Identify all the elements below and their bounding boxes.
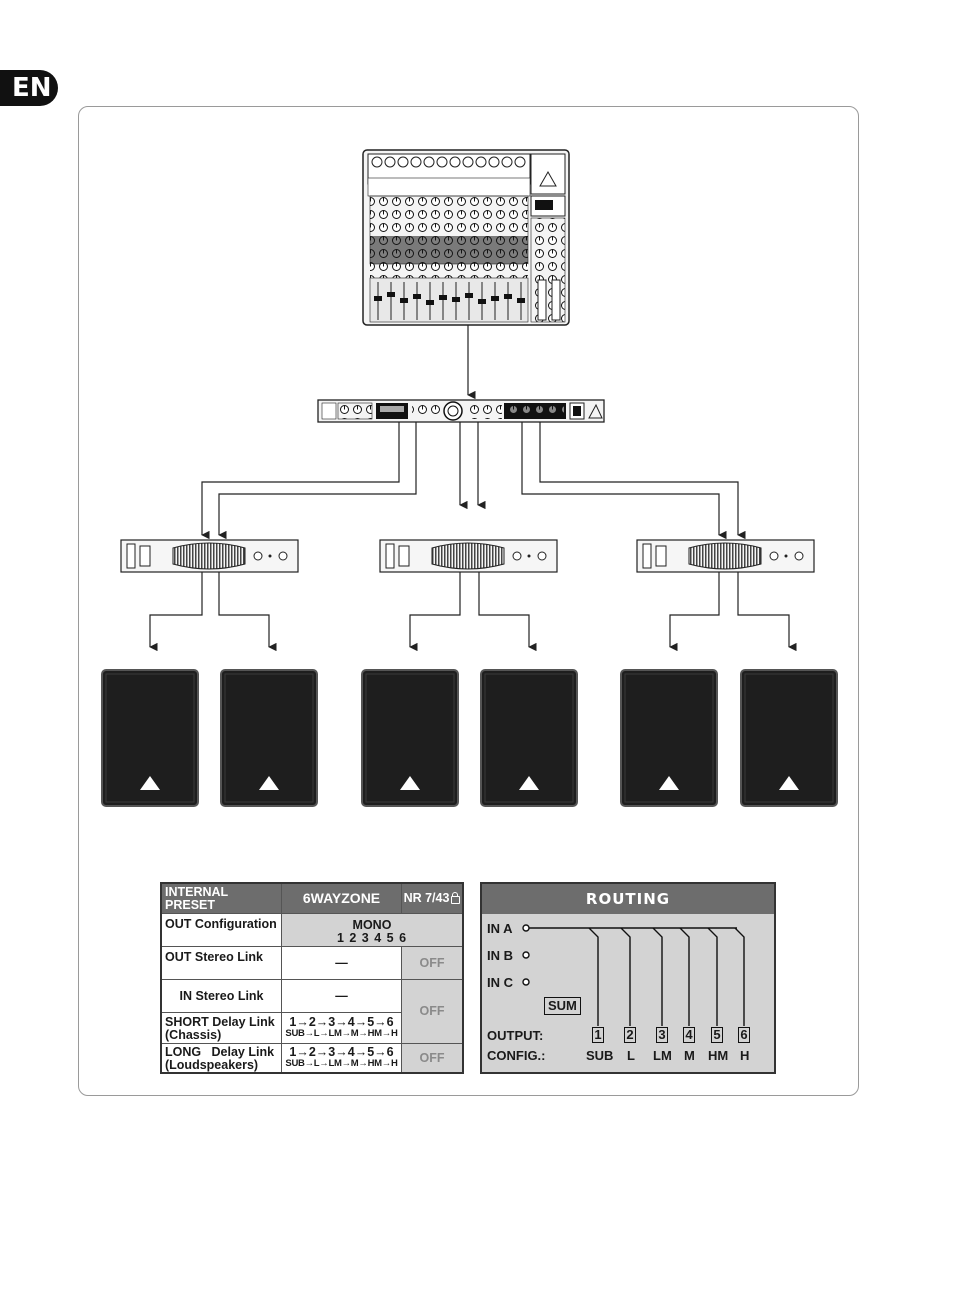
config-sub: SUB [586,1048,614,1063]
long-delay-link-state-text: OFF [419,1050,445,1065]
out-config-label: OUT Configuration [162,914,282,947]
config-hm: HM [708,1048,729,1063]
preset-name: 6WAYZONE [282,884,402,914]
speaker-5 [620,669,718,807]
out-config-mode: MONO [352,918,392,932]
language-tab: EN [0,70,58,106]
routing-title: ROUTING [482,884,774,914]
amplifier-right [636,539,815,573]
config-lm: LM [653,1048,672,1063]
short-delay-link-title: SHORT Delay Link [165,1015,275,1029]
input-b-label: IN B [487,948,513,963]
long-delay-link-value: 1→2→3→4→5→6 SUB→L→LM→M→HM→H [282,1044,402,1072]
preset-header-label-text: INTERNAL PRESET [165,884,228,912]
output-5: 5 [711,1027,723,1043]
short-delay-link-chain: 1→2→3→4→5→6 [289,1015,394,1029]
preset-name-text: 6WAYZONE [302,890,381,906]
short-delay-link-bands: SUB→L→LM→M→HM→H [285,1028,398,1039]
routing-panel: ROUTING IN A IN B IN C SUM OUTPUT: CONFI… [480,882,776,1074]
in-stereo-link-value: — [282,980,402,1013]
lock-icon [451,892,461,904]
short-delay-link-subtitle: (Chassis) [165,1028,222,1042]
long-delay-link-subtitle: (Loudspeakers) [165,1058,259,1072]
short-delay-link-label: SHORT Delay Link (Chassis) [162,1013,282,1044]
mixer-console [362,149,570,326]
config-l: L [627,1048,635,1063]
output-4: 4 [683,1027,695,1043]
output-row-label: OUTPUT: [487,1028,544,1043]
long-delay-link-chain: 1→2→3→4→5→6 [289,1045,394,1059]
system-diagram [101,149,838,807]
config-h: H [740,1048,750,1063]
out-config-label-text: OUT Configuration [165,917,277,931]
signal-cables [149,325,797,652]
in-stereo-link-label-text: IN Stereo Link [179,988,264,1003]
output-6: 6 [738,1027,750,1043]
output-1: 1 [592,1027,604,1043]
speaker-3 [361,669,459,807]
out-config-value: MONO 1 2 3 4 5 6 [282,914,462,947]
in-stereo-link-value-text: — [335,988,348,1003]
long-delay-link-title: LONG Delay Link [165,1045,275,1059]
out-stereo-link-state-text: OFF [419,955,445,970]
out-stereo-link-label: OUT Stereo Link [162,947,282,980]
preset-header-label: INTERNAL PRESET [162,884,282,914]
short-delay-link-value: 1→2→3→4→5→6 SUB→L→LM→M→HM→H [282,1013,402,1044]
in-short-link-state-text: OFF [419,1004,445,1018]
output-3: 3 [656,1027,668,1043]
amplifier-center [379,539,558,573]
routing-lines [522,924,745,1026]
output-2: 2 [624,1027,636,1043]
amplifier-left [120,539,299,573]
long-delay-link-state: OFF [402,1044,462,1072]
out-stereo-link-value: — [282,947,402,980]
config-row-label: CONFIG.: [487,1048,546,1063]
input-a-label: IN A [487,921,513,936]
in-stereo-link-label: IN Stereo Link [162,980,282,1013]
speaker-4 [480,669,578,807]
speaker-6 [740,669,838,807]
out-config-outputs: 1 2 3 4 5 6 [336,931,408,945]
out-stereo-link-label-text: OUT Stereo Link [165,950,263,964]
preset-number: NR 7/43 [402,884,462,914]
input-c-label: IN C [487,975,513,990]
speaker-2 [220,669,318,807]
preset-table: INTERNAL PRESET 6WAYZONE NR 7/43 OUT Con… [160,882,464,1074]
crossover-unit [317,399,605,423]
sum-label: SUM [544,997,581,1015]
speaker-1 [101,669,199,807]
long-delay-link-bands: SUB→L→LM→M→HM→H [285,1058,398,1069]
out-stereo-link-state: OFF [402,947,462,980]
config-m: M [684,1048,695,1063]
diagram-frame [78,106,859,1096]
out-stereo-link-value-text: — [335,955,348,970]
in-short-link-state: OFF [402,980,462,1044]
long-delay-link-label: LONG Delay Link (Loudspeakers) [162,1044,282,1072]
preset-number-text: NR 7/43 [403,891,450,905]
